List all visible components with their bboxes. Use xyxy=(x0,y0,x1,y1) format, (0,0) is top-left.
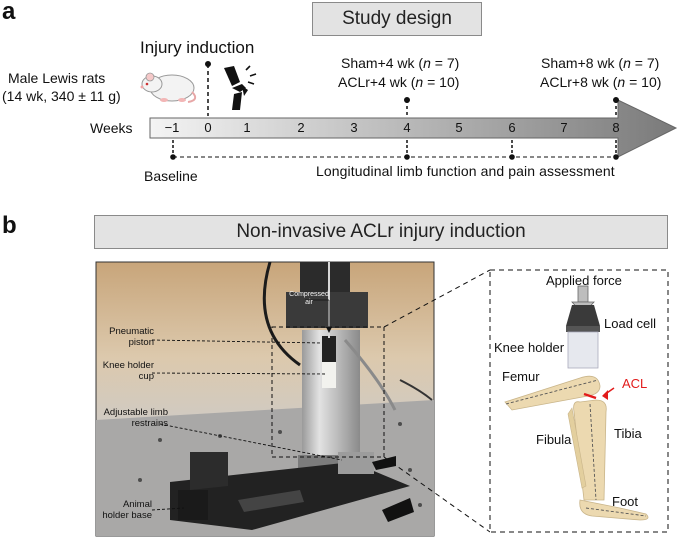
weeks-label: Weeks xyxy=(90,120,133,136)
knee-injury-icon xyxy=(224,65,257,110)
knee-holder-cup-label: Knee holder cup xyxy=(102,360,154,382)
tibia-label: Tibia xyxy=(614,426,642,441)
aclr-banner: Non-invasive ACLr injury induction xyxy=(94,215,668,249)
study-design-banner: Study design xyxy=(312,2,482,36)
baseline-label: Baseline xyxy=(144,168,198,184)
tick-label: −1 xyxy=(164,120,180,135)
injury-induction-label: Injury induction xyxy=(140,38,255,57)
timeline-graphic xyxy=(140,61,678,160)
group-8wk-sham: Sham+8 wk (n = 7) xyxy=(541,55,660,71)
tick-label: 4 xyxy=(403,120,411,135)
panel-a-letter: a xyxy=(2,0,16,25)
tick-label: 1 xyxy=(243,120,251,135)
rats-label-line2: (14 wk, 340 ± 11 g) xyxy=(2,88,121,104)
tick-label: 5 xyxy=(455,120,463,135)
applied-force-label: Applied force xyxy=(546,273,622,288)
rat-icon xyxy=(140,72,197,103)
group-8wk-aclr: ACLr+8 wk (n = 10) xyxy=(540,74,662,90)
rats-label-line1: Male Lewis rats xyxy=(8,70,106,86)
pneumatic-piston-label: Pneumatic piston xyxy=(109,326,154,348)
group-4wk-aclr: ACLr+4 wk (n = 10) xyxy=(338,74,460,90)
tick-label: 2 xyxy=(297,120,305,135)
weeks-arrow xyxy=(149,99,678,158)
tick-label: 6 xyxy=(508,120,516,135)
animal-holder-base-label: Animal holder base xyxy=(102,499,152,521)
compressed-air-label: Compressed air xyxy=(289,291,329,306)
tick-label: 3 xyxy=(350,120,358,135)
group-4wk-sham: Sham+4 wk (n = 7) xyxy=(341,55,460,71)
foot-label: Foot xyxy=(612,494,639,509)
tick-label: 7 xyxy=(560,120,568,135)
acl-label: ACL xyxy=(622,376,648,391)
femur-label: Femur xyxy=(502,369,540,384)
load-cell-label: Load cell xyxy=(604,316,657,331)
tick-label: 8 xyxy=(612,120,620,135)
knee-holder-label: Knee holder xyxy=(494,340,565,355)
tick-label: 0 xyxy=(204,120,212,135)
adjustable-limb-restrains-label: Adjustable limb restrains xyxy=(103,407,168,429)
fibula-label: Fibula xyxy=(536,432,572,447)
longitudinal-label: Longitudinal limb function and pain asse… xyxy=(316,163,615,179)
panel-b-letter: b xyxy=(2,212,17,239)
